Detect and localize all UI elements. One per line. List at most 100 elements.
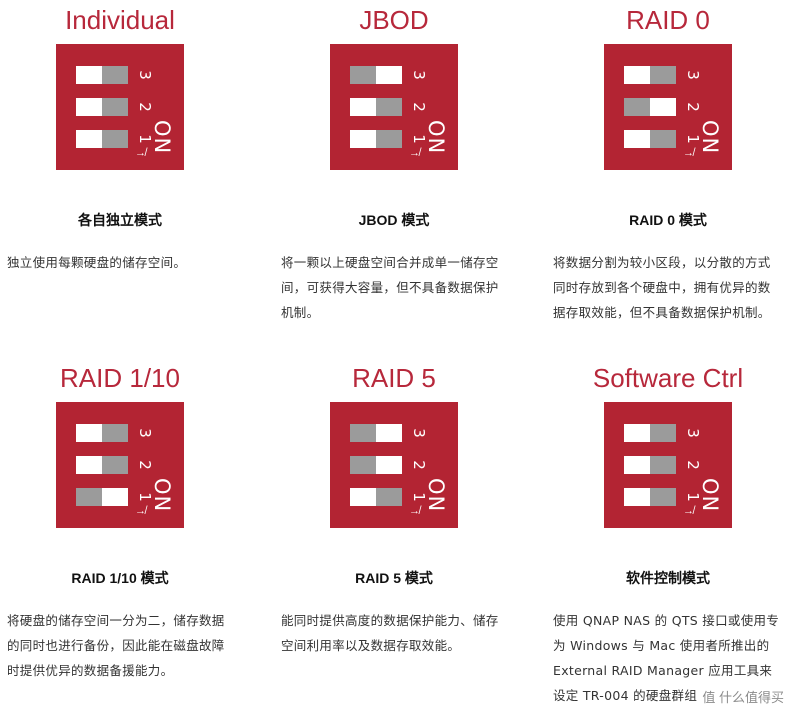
switch-number-label: 2 [410,102,428,112]
switch-segment [102,456,128,474]
on-label: ON [150,478,174,513]
mode-name: RAID 0 模式 [629,212,707,228]
mode-description: 使用 QNAP NAS 的 QTS 接口或使用专为 Windows 与 Mac … [553,613,780,703]
switch-segment [376,66,402,84]
switch-segment [76,456,102,474]
mode-title: JBOD [359,5,429,35]
switch-segment [624,488,650,506]
dip-switch-3 [350,66,402,84]
switch-segment [624,66,650,84]
mode-title: RAID 5 [352,363,436,393]
switch-segment [350,98,376,116]
switch-number-label: 3 [410,70,428,80]
mode-title: Individual [65,5,175,35]
switch-number-label: 2 [684,102,702,112]
dip-switch-2 [350,456,402,474]
dip-switch-2 [624,456,676,474]
switch-segment [350,424,376,442]
switch-segment [102,488,128,506]
dip-switch-1 [350,488,402,506]
switch-segment [376,130,402,148]
switch-segment [76,488,102,506]
switch-segment [376,456,402,474]
switch-segment [624,98,650,116]
switch-number-label: 3 [136,70,154,80]
switch-segment [102,130,128,148]
switch-segment [650,424,676,442]
dip-switch-3 [350,424,402,442]
switch-segment [76,130,102,148]
mode-description: 能同时提供高度的数据保护能力、储存空间利用率以及数据存取效能。 [281,613,499,653]
dip-switch-2 [350,98,402,116]
on-label: ON [698,120,722,155]
dip-switch-1 [76,488,128,506]
switch-number-label: 2 [136,102,154,112]
mode-name: RAID 5 模式 [355,570,433,586]
dip-switch-1 [624,130,676,148]
switch-segment [350,488,376,506]
switch-segment [624,456,650,474]
switch-number-label: 2 [136,460,154,470]
dip-switch-1 [350,130,402,148]
mode-description: 将硬盘的储存空间一分为二，储存数据的同时也进行备份，因此能在磁盘故障时提供优异的… [7,613,225,678]
on-label: ON [698,478,722,513]
switch-segment [76,66,102,84]
watermark-logo: 值 什么值得买 [702,690,784,705]
switch-number-label: 2 [410,460,428,470]
switch-segment [650,130,676,148]
switch-number-label: 3 [684,70,702,80]
dip-switch-2 [624,98,676,116]
switch-segment [624,424,650,442]
mode-name: 软件控制模式 [626,570,710,586]
on-arrow-icon: ↛ [409,505,420,517]
dip-switch-3 [624,66,676,84]
on-label: ON [424,478,448,513]
switch-segment [650,488,676,506]
switch-number-label: 3 [410,428,428,438]
switch-segment [624,130,650,148]
mode-title: RAID 1/10 [60,363,180,393]
on-arrow-icon: ↛ [409,147,420,159]
switch-segment [650,66,676,84]
dip-switch-1 [76,130,128,148]
mode-name: JBOD 模式 [358,212,430,228]
dip-switch-3 [624,424,676,442]
switch-number-label: 3 [136,428,154,438]
switch-segment [650,456,676,474]
switch-number-label: 2 [684,460,702,470]
switch-segment [350,456,376,474]
switch-segment [350,66,376,84]
mode-description: 将一颗以上硬盘空间合并成单一储存空间，可获得大容量，但不具备数据保护机制。 [281,255,499,320]
switch-segment [376,98,402,116]
mode-title: Software Ctrl [592,363,744,393]
on-arrow-icon: ↛ [683,505,694,517]
mode-name: 各自独立模式 [78,212,162,228]
switch-segment [376,488,402,506]
dip-switch-2 [76,456,128,474]
dip-switch-2 [76,98,128,116]
mode-description: 独立使用每颗硬盘的储存空间。 [7,255,187,270]
on-arrow-icon: ↛ [683,147,694,159]
on-label: ON [424,120,448,155]
switch-segment [76,98,102,116]
switch-number-label: 3 [684,428,702,438]
switch-segment [376,424,402,442]
dip-switch-1 [624,488,676,506]
dip-switch-3 [76,66,128,84]
dip-switch-3 [76,424,128,442]
mode-title: RAID 0 [626,5,710,35]
switch-segment [76,424,102,442]
on-arrow-icon: ↛ [135,147,146,159]
switch-segment [650,98,676,116]
on-arrow-icon: ↛ [135,505,146,517]
switch-segment [102,424,128,442]
mode-description: 将数据分割为较小区段，以分散的方式同时存放到各个硬盘中，拥有优异的数据存取效能，… [553,255,771,320]
switch-segment [102,66,128,84]
switch-segment [350,130,376,148]
switch-segment [102,98,128,116]
on-label: ON [150,120,174,155]
